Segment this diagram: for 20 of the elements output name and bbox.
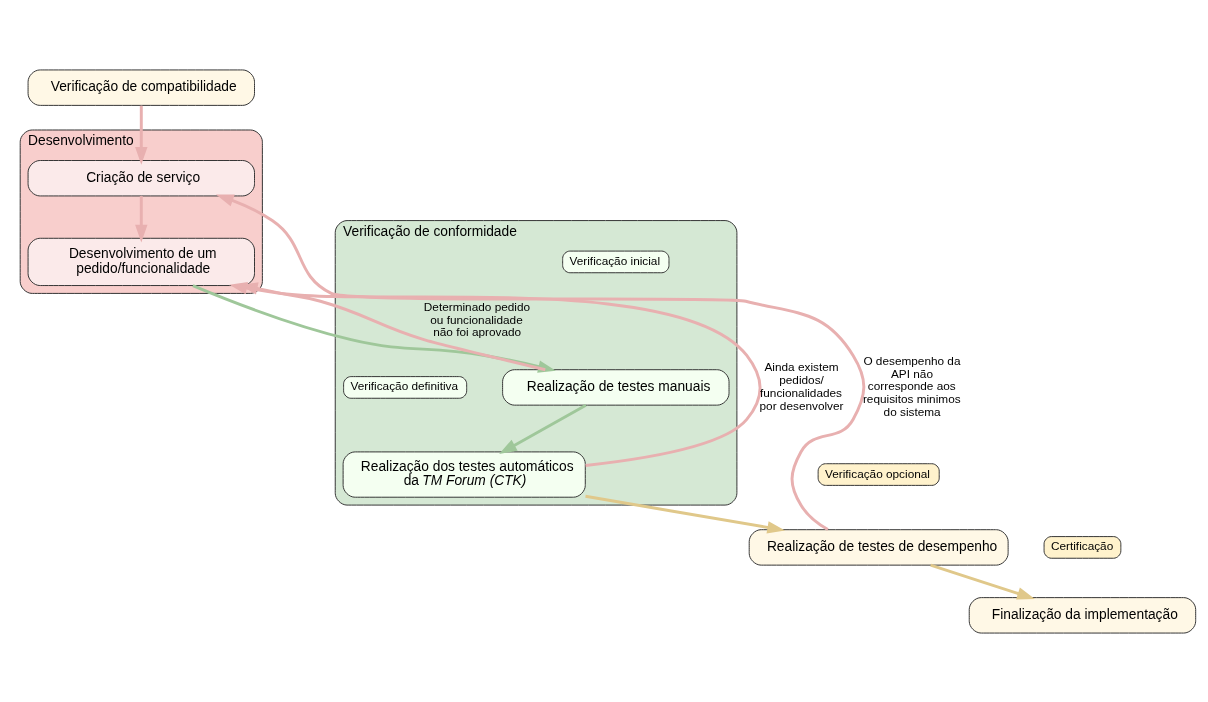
node-box: Verificação opcional xyxy=(817,462,940,486)
edge-label: Determinado pedido ou funcionalidade não foi aprovado xyxy=(423,299,531,339)
arrow xyxy=(135,195,148,243)
node-box: Desenvolvimento de um pedido/funcionalidade xyxy=(27,237,255,286)
node-box: Verificação definitiva xyxy=(343,375,468,399)
node-box: Realização de testes manuais xyxy=(502,368,730,406)
arrow xyxy=(930,563,1035,599)
arrow xyxy=(585,494,786,534)
arrow xyxy=(216,194,866,531)
edge-label: Ainda existem pedidos/ funcionalidades por desenvolver xyxy=(759,359,844,413)
node-box: Verificação de compatibilidade xyxy=(27,68,255,106)
arrow xyxy=(499,403,587,454)
node-box: Finalização da implementação xyxy=(968,596,1197,634)
arrow xyxy=(135,105,148,165)
node-box: Realização dos testes automáticos da TM Forum (CTK) xyxy=(342,450,586,498)
node-box: Criação de serviço xyxy=(27,159,255,196)
node-box: Verificação inicial xyxy=(562,250,670,273)
edge-label: O desempenho da API não corresponde aos requisitos minimos do sistema xyxy=(862,353,961,419)
node-box: Realização de testes de desempenho xyxy=(748,528,1009,566)
node-box: Certificação xyxy=(1043,535,1122,559)
